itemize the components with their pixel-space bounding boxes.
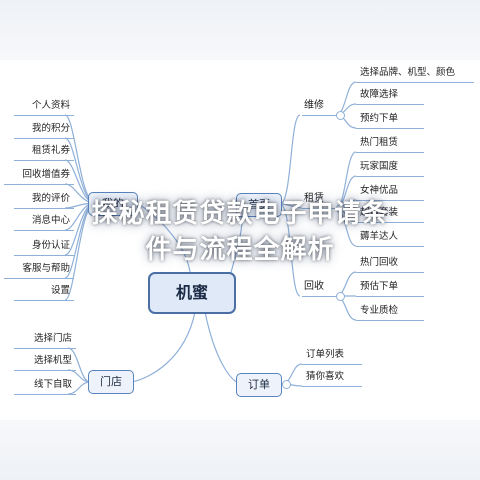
store-item-0[interactable]: 选择门店 xyxy=(14,330,76,349)
sub-repair[interactable]: 维修 xyxy=(302,97,338,116)
conn-home-rent xyxy=(279,203,303,209)
conn-store-2 xyxy=(67,381,91,395)
rent-item-0[interactable]: 热门租赁 xyxy=(356,134,424,153)
repair-item-1[interactable]: 故障选择 xyxy=(356,86,424,105)
branch-home[interactable]: 首页 xyxy=(236,193,282,217)
sub-recycle[interactable]: 回收 xyxy=(302,278,338,297)
mine-item-3[interactable]: 回收增值券 xyxy=(4,166,74,185)
central-node[interactable]: 机蜜 xyxy=(148,272,236,314)
overlay-title: 探秘租赁贷款电子申请条 件与流程全解析 xyxy=(40,196,440,268)
mine-item-1[interactable]: 我的积分 xyxy=(14,120,74,139)
recycle-item-0[interactable]: 热门回收 xyxy=(356,254,424,273)
mine-item-7[interactable]: 客服与帮助 xyxy=(4,260,74,279)
repair-item-0[interactable]: 选择品牌、机型、颜色 xyxy=(356,64,474,83)
conn-central-order xyxy=(204,311,241,385)
mine-item-6[interactable]: 身份认证 xyxy=(14,237,74,256)
store-item-2[interactable]: 线下自取 xyxy=(14,376,76,395)
mine-item-4[interactable]: 我的评价 xyxy=(14,190,74,209)
conn-home-recycle xyxy=(279,203,301,297)
overlay-title-line2: 件与流程全解析 xyxy=(145,235,335,265)
order-item-1[interactable]: 猜你喜欢 xyxy=(302,368,362,387)
repair-item-2[interactable]: 预约下单 xyxy=(356,110,424,129)
rent-item-1[interactable]: 玩家国度 xyxy=(356,158,424,177)
top-margin xyxy=(0,0,480,60)
collapse-toggle-icon[interactable] xyxy=(282,380,291,389)
rent-item-2[interactable]: 女神优品 xyxy=(356,182,424,201)
branch-store[interactable]: 门店 xyxy=(88,370,134,394)
conn-central-mine xyxy=(137,203,191,273)
conn-central-store xyxy=(131,311,196,383)
sub-rent[interactable]: 租赁 xyxy=(302,190,338,209)
recycle-item-1[interactable]: 预估下单 xyxy=(356,278,424,297)
collapse-toggle-icon[interactable] xyxy=(336,204,345,213)
rent-item-3[interactable]: 超值套装 xyxy=(356,204,424,223)
bottom-margin xyxy=(0,420,480,480)
recycle-item-2[interactable]: 专业质检 xyxy=(356,302,424,321)
mine-item-5[interactable]: 消息中心 xyxy=(14,212,74,231)
mine-item-0[interactable]: 个人资料 xyxy=(14,97,74,116)
store-item-1[interactable]: 选择机型 xyxy=(14,352,76,371)
conn-home-repair xyxy=(279,114,301,205)
overlay-title-line1: 探秘租赁贷款电子申请条 xyxy=(91,199,389,229)
mine-item-8[interactable]: 设置 xyxy=(14,282,74,301)
branch-mine[interactable]: 我的 xyxy=(88,192,138,216)
mine-item-2[interactable]: 租赁礼券 xyxy=(14,142,74,161)
collapse-toggle-icon[interactable] xyxy=(336,111,345,120)
branch-order[interactable]: 订单 xyxy=(236,373,282,397)
collapse-toggle-icon[interactable] xyxy=(336,292,345,301)
order-item-0[interactable]: 订单列表 xyxy=(302,346,362,365)
rent-item-4[interactable]: 薅羊达人 xyxy=(356,228,424,247)
mind-map: 个人资料 我的积分 租赁礼券 回收增值券 我的评价 消息中心 身份认证 客服与帮… xyxy=(0,60,480,420)
